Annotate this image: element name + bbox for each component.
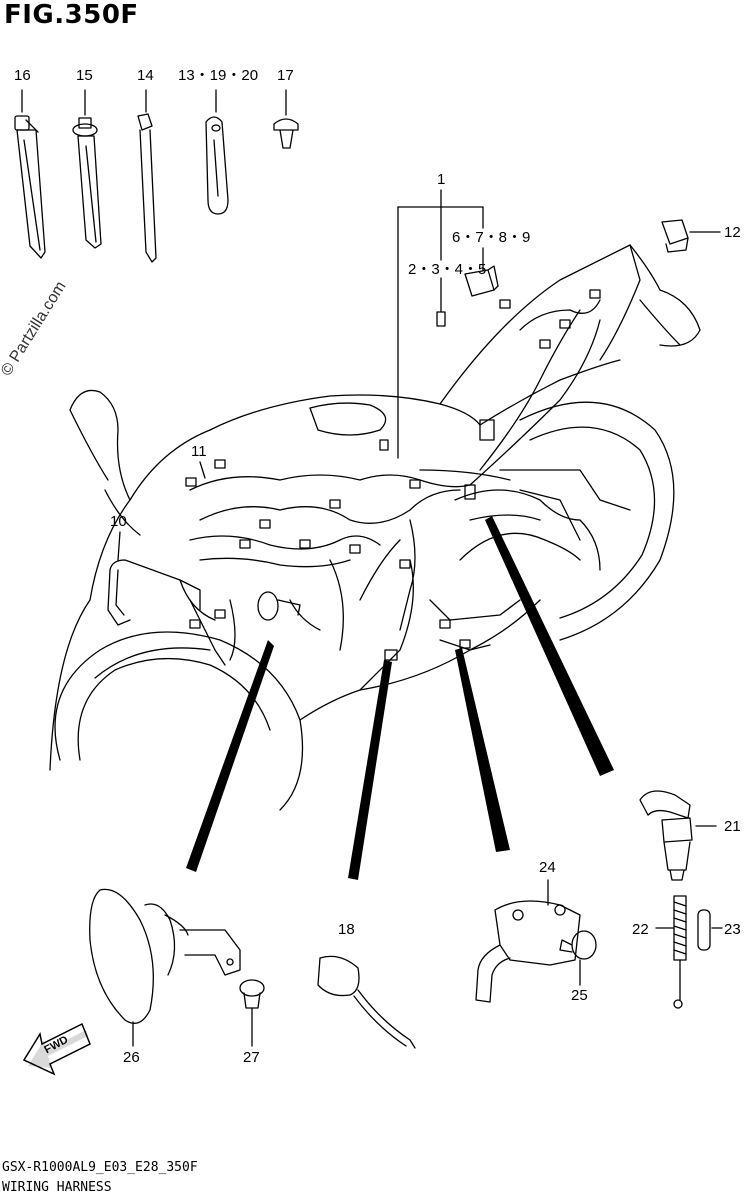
callout-arrows [186,516,614,880]
wiring-harness-11 [108,290,600,665]
horn-26 [90,889,240,1046]
label-27: 27 [243,1049,260,1066]
leader-1 [398,190,483,458]
spring-22 [656,896,686,1008]
label-21: 21 [724,818,741,835]
screw-27 [240,980,264,1046]
fuse-2-5 [437,312,445,326]
label-14: 14 [137,67,154,84]
label-24: 24 [539,859,556,876]
label-6-7-8-9: 6・7・8・9 [452,229,531,246]
label-17: 17 [277,67,294,84]
clamp-13-19-20 [206,90,228,214]
clamp-14 [138,90,156,262]
label-16: 16 [14,67,31,84]
label-22: 22 [632,921,649,938]
label-10: 10 [110,513,127,530]
sensor-18 [318,956,415,1048]
label-23: 23 [724,921,741,938]
leader-10 [118,532,120,560]
label-13-19-20: 13・19・20 [178,67,259,84]
cable-tie-16 [15,90,45,258]
switch-21 [640,791,716,880]
motorcycle-outline [50,245,700,810]
footer-title: WIRING HARNESS [2,1180,112,1195]
sleeve-23 [698,910,722,950]
connector-12 [662,220,720,252]
label-1: 1 [437,171,446,188]
relay-6-9 [465,266,498,296]
cable-tie-15 [73,90,101,248]
clip-17 [274,90,298,148]
figure-title: FIG.350F [4,0,139,30]
leader-11 [200,462,205,478]
fwd-arrow [24,1024,90,1074]
footer-model-code: GSX-R1000AL9_E03_E28_350F [2,1160,198,1175]
label-26: 26 [123,1049,140,1066]
switch-24 [476,880,580,1002]
label-18: 18 [338,921,355,938]
label-15: 15 [76,67,93,84]
bolt-25 [560,931,596,985]
label-11: 11 [191,443,207,460]
label-2-3-4-5: 2・3・4・5 [408,261,487,278]
label-25: 25 [571,987,588,1004]
label-12: 12 [724,224,741,241]
